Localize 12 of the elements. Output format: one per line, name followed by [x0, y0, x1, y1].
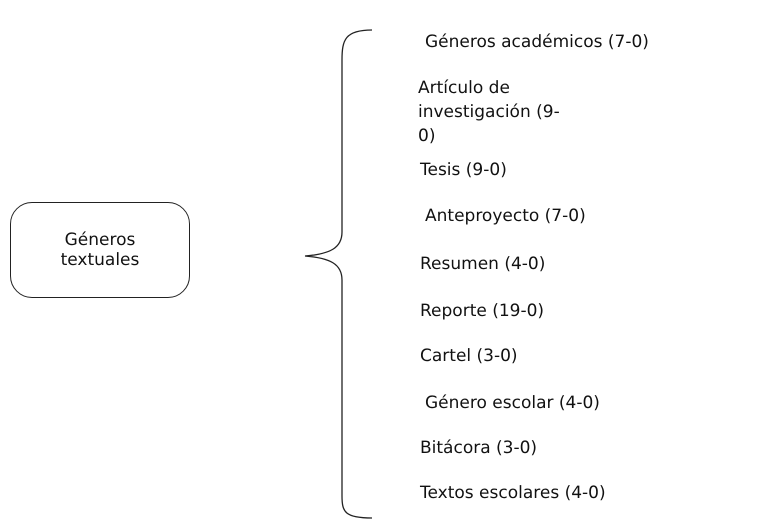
list-item: Resumen (4-0)	[420, 253, 546, 276]
list-item: Género escolar (4-0)	[425, 392, 600, 415]
list-item: Géneros académicos (7-0)	[425, 31, 649, 54]
list-item: Artículo de investigación (9-0)	[418, 77, 561, 148]
list-item: Reporte (19-0)	[420, 300, 544, 323]
node-text: Géneros textuales	[60, 230, 140, 270]
rounded-box	[10, 202, 190, 298]
list-item: Cartel (3-0)	[420, 345, 518, 368]
list-item: Bitácora (3-0)	[420, 437, 538, 460]
list-item: Tesis (9-0)	[420, 159, 507, 182]
list-item: Textos escolares (4-0)	[420, 482, 606, 505]
list-item: Anteproyecto (7-0)	[425, 205, 586, 228]
